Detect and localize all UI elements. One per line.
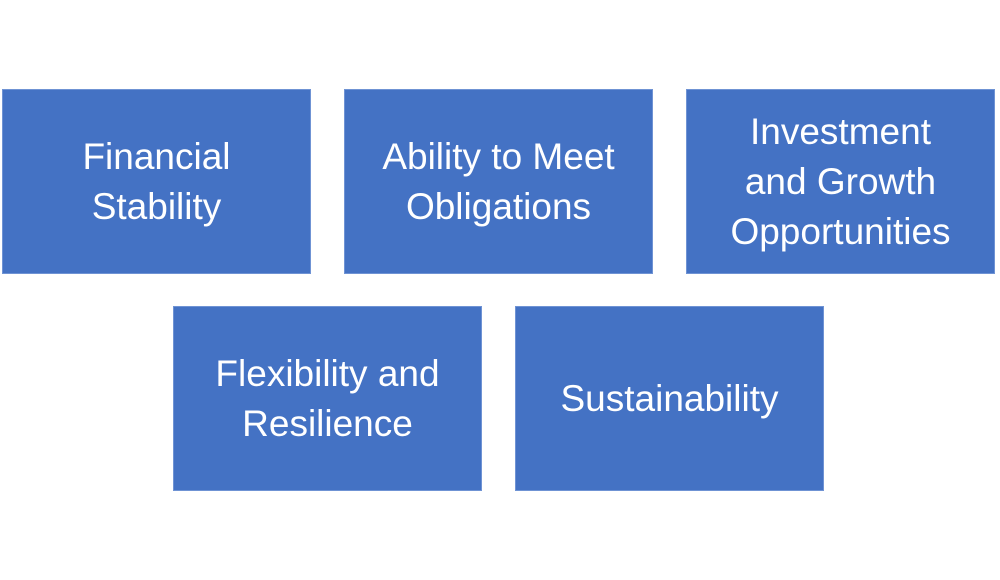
box-label: Flexibility and Resilience [215,352,440,444]
box-investment-growth: Investment and Growth Opportunities [686,89,995,274]
box-label: Sustainability [560,377,779,419]
box-financial-stability: Financial Stability [2,89,311,274]
box-label: Investment and Growth Opportunities [730,110,951,252]
box-ability-to-meet-obligations: Ability to Meet Obligations [344,89,653,274]
box-sustainability: Sustainability [515,306,824,491]
box-label: Financial Stability [82,135,231,227]
box-label: Ability to Meet Obligations [382,135,615,227]
box-flexibility-resilience: Flexibility and Resilience [173,306,482,491]
